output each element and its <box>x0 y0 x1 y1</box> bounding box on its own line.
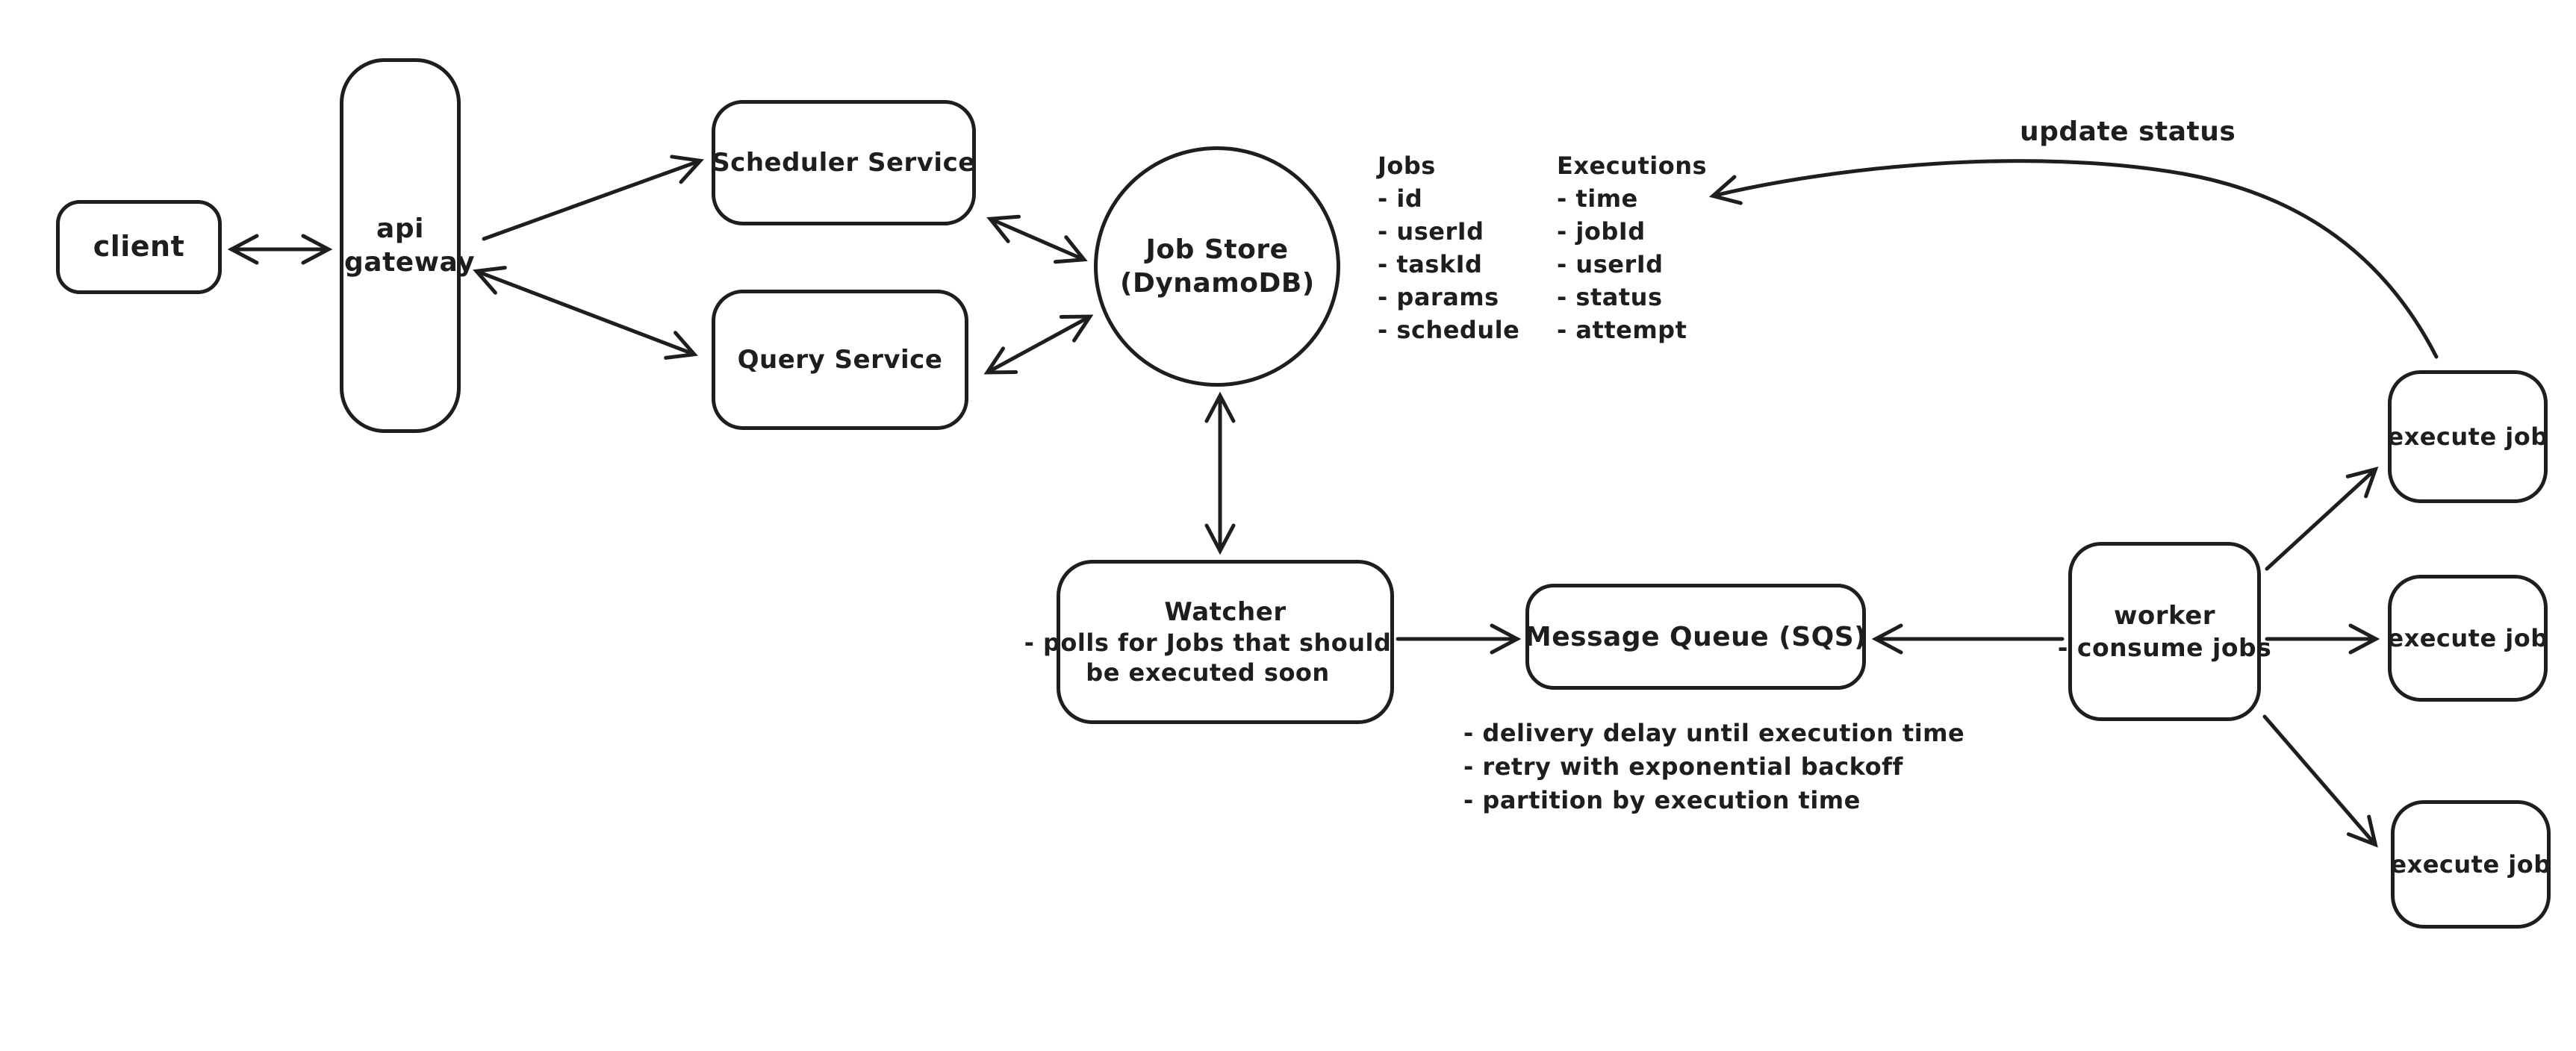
arrow-query-jobstore <box>983 314 1094 375</box>
arrow-worker-execute-1 <box>2265 467 2379 571</box>
executions-list-item: - time <box>1557 184 1638 213</box>
node-worker: worker - consume jobs <box>2058 542 2271 721</box>
node-message-queue-label: Message Queue (SQS) <box>1524 621 1867 652</box>
jobs-field-list: Jobs - id - userId - taskId - params - s… <box>1378 149 1519 346</box>
node-execute-job-2: execute job <box>2387 575 2548 702</box>
node-execute-job-1: execute job <box>2387 370 2548 503</box>
queue-note: - retry with exponential backoff <box>1463 752 1903 781</box>
jobs-list-item: - id <box>1378 184 1423 213</box>
node-execute-job-3: execute job <box>2390 800 2551 929</box>
jobs-list-title: Jobs <box>1378 152 1436 180</box>
arrow-worker-execute-3 <box>2262 714 2378 848</box>
executions-list-item: - jobId <box>1557 217 1646 246</box>
queue-note: - partition by execution time <box>1463 786 1861 814</box>
node-watcher-title: Watcher <box>1164 596 1287 627</box>
node-execute-job-2-label: execute job <box>2387 624 2548 652</box>
arrow-gateway-scheduler <box>482 155 704 241</box>
arrow-scheduler-jobstore <box>986 214 1088 264</box>
jobs-list-item: - userId <box>1378 217 1484 246</box>
node-job-store: Job Store (DynamoDB) <box>1094 146 1340 387</box>
queue-notes: - delivery delay until execution time - … <box>1463 717 1964 817</box>
jobs-list-item: - params <box>1378 283 1499 311</box>
node-execute-job-3-label: execute job <box>2390 850 2551 879</box>
node-scheduler-service: Scheduler Service <box>712 100 976 225</box>
executions-list-item: - userId <box>1557 250 1664 278</box>
node-watcher-note: - polls for Jobs that should be executed… <box>1024 629 1392 687</box>
jobs-list-item: - schedule <box>1378 316 1520 344</box>
arrow-gateway-query <box>473 266 698 360</box>
node-worker-title: worker <box>2113 601 2216 631</box>
node-job-store-label: Job Store (DynamoDB) <box>1120 234 1315 299</box>
node-worker-note: - consume jobs <box>2057 632 2272 662</box>
node-execute-job-1-label: execute job <box>2387 422 2548 451</box>
node-watcher: Watcher - polls for Jobs that should be … <box>1024 560 1394 724</box>
node-client-label: client <box>93 230 185 263</box>
node-api-gateway-label: api gateway <box>344 213 476 278</box>
executions-list-item: - status <box>1557 283 1663 311</box>
executions-list-title: Executions <box>1557 152 1708 180</box>
node-scheduler-service-label: Scheduler Service <box>712 147 976 178</box>
executions-field-list: Executions - time - jobId - userId - sta… <box>1557 149 1707 346</box>
queue-note: - delivery delay until execution time <box>1463 719 1965 747</box>
node-query-service-label: Query Service <box>737 344 943 375</box>
node-message-queue: Message Queue (SQS) <box>1524 584 1867 690</box>
executions-list-item: - attempt <box>1557 316 1687 344</box>
jobs-list-item: - taskId <box>1378 250 1483 278</box>
update-status-label: update status <box>2020 116 2236 147</box>
node-query-service: Query Service <box>712 290 968 430</box>
node-client: client <box>56 200 222 294</box>
arrow-update-status <box>1708 159 2439 359</box>
node-api-gateway: api gateway <box>340 58 476 433</box>
